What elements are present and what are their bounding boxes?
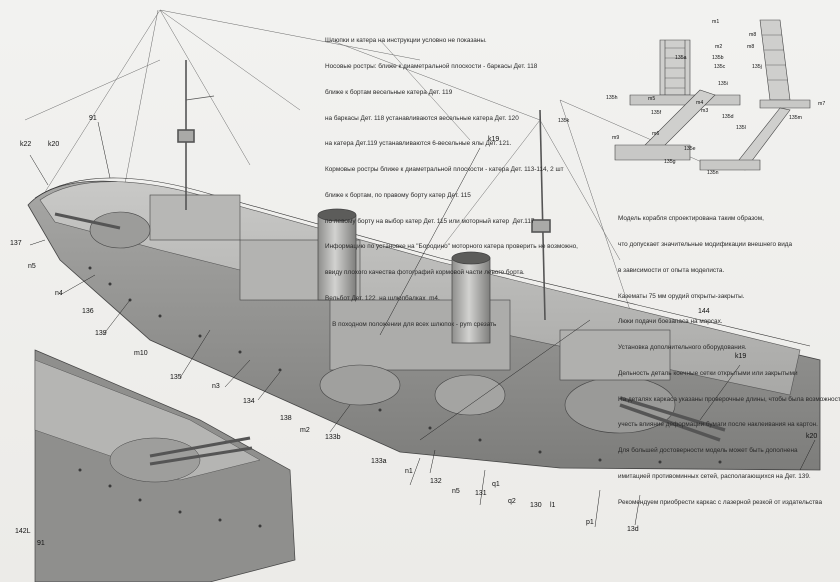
note-line: Для большей достоверности модель может б… [618, 447, 798, 455]
part-label: q1 [492, 481, 500, 488]
masts [177, 60, 551, 321]
note-line: Рекомендуем приобрести каркас с лазерной… [618, 498, 823, 506]
part-label: k20 [48, 141, 60, 148]
part-label: 132 [430, 478, 442, 485]
ladder-label: m9 [612, 135, 620, 141]
note-line: В походном положении для всех шлюпок - р… [325, 320, 497, 328]
note-line: Вельбот Дет. 122 на шлюпбалках m4. [325, 295, 440, 302]
note-line: учесть влияние деформации бумаги после н… [618, 421, 818, 429]
part-label: 142L [15, 528, 31, 535]
ladder-detail-drawing [614, 19, 811, 171]
part-label: 134 [243, 398, 255, 405]
ladder-label: m7 [818, 101, 826, 107]
note-line: Казематы 75 мм орудий открыты-закрыты. [618, 292, 745, 300]
part-label: 13d [627, 526, 639, 533]
ladder-label: m3 [701, 108, 709, 114]
part-label: 91 [37, 540, 45, 547]
note-line: на катера Дет.119 устанавливаются 6-весе… [325, 140, 512, 148]
note-line: Носовые ростры: ближе к диаметральной пл… [325, 62, 538, 70]
part-label: k19 [735, 353, 747, 360]
leader-lines [29, 121, 816, 528]
note-line: Люки подачи боезапаса на марсах. [618, 318, 723, 326]
part-label: 139 [95, 330, 107, 337]
part-label: 133b [325, 434, 341, 441]
note-line: ввиду плохого качества фотографий кормов… [325, 269, 525, 277]
part-label: 144 [698, 308, 710, 315]
bow-inset [34, 349, 296, 582]
note-line: ближе к бортам, по правому борту катер Д… [325, 191, 471, 199]
note-line: Дельность деталь коечные сетки открытыми… [618, 369, 798, 377]
note-line: Информацию по установке на "Бородино" мо… [325, 243, 578, 251]
right-notes: Модель корабля спроектирована таким обра… [618, 198, 840, 525]
ladder-label: 135d [722, 114, 734, 120]
ladder-label: 135f [651, 110, 662, 116]
part-label: n5 [452, 488, 460, 495]
part-label: k19 [488, 136, 500, 143]
note-line: Установка дополнительного оборудования. [618, 344, 747, 352]
part-label: 136 [82, 308, 94, 315]
part-label: k22 [20, 141, 32, 148]
ladder-label: 135n [707, 170, 719, 176]
part-label: n4 [55, 290, 63, 297]
note-line: что допускает значительные модификации в… [618, 240, 793, 248]
ladder-label: m2 [715, 44, 723, 50]
ladder-label: m8 [747, 44, 755, 50]
ladder-label: 135k [558, 118, 570, 124]
part-label: 91 [89, 115, 97, 122]
part-label: 135 [170, 374, 182, 381]
note-line: ближе к бортам весельные катера Дет. 119 [325, 88, 453, 96]
part-label: 138 [280, 415, 292, 422]
part-label: q2 [508, 498, 516, 505]
ladder-label: 135m [789, 115, 802, 121]
part-label: m2 [300, 427, 310, 434]
top-notes: Шлюпки и катера на инструкции условно не… [325, 20, 578, 347]
note-line: Кормовые ростры ближе к диаметральной пл… [325, 166, 564, 174]
part-label: k20 [806, 433, 818, 440]
part-label: 133a [371, 458, 387, 465]
ladder-label: 135a [675, 55, 687, 61]
ladder-label: 135c [714, 64, 726, 70]
part-label: p1 [586, 519, 594, 526]
note-line: по левому борту на выбор катер Дет. 115 … [325, 217, 535, 225]
part-label: l1 [550, 502, 556, 509]
part-label: n5 [28, 263, 36, 270]
ladder-label: 135b [712, 55, 724, 61]
ladder-label: 135i [718, 81, 728, 87]
ladder-label: m4 [696, 100, 704, 106]
ladder-label: m6 [652, 131, 660, 137]
part-label: n1 [405, 468, 413, 475]
note-line: в зависимости от опыта моделиста. [618, 266, 725, 274]
ladder-label: 135g [664, 159, 676, 165]
part-label: 130 [530, 502, 542, 509]
part-label: 131 [475, 490, 487, 497]
funnels [317, 208, 491, 344]
ladder-label: 135e [684, 146, 696, 152]
note-line: на баркасы Дет. 118 устанавливаются весе… [325, 114, 519, 122]
ladder-label: m1 [712, 19, 720, 25]
ladder-label: 135h [606, 95, 618, 101]
note-line: имитацией противоминных сетей, располага… [618, 473, 811, 480]
ladder-label: 135l [736, 125, 746, 131]
note-line: Модель корабля спроектирована таким обра… [618, 215, 764, 223]
part-label: n3 [212, 383, 220, 390]
part-label: m10 [134, 350, 148, 357]
ladder-label: 135j [752, 64, 762, 70]
part-label: 137 [10, 240, 22, 247]
ladder-label: m5 [648, 96, 656, 102]
note-line: На деталях каркаса указаны проверочные д… [618, 395, 840, 403]
ladder-label: m8 [749, 32, 757, 38]
note-line: Шлюпки и катера на инструкции условно не… [325, 37, 487, 45]
